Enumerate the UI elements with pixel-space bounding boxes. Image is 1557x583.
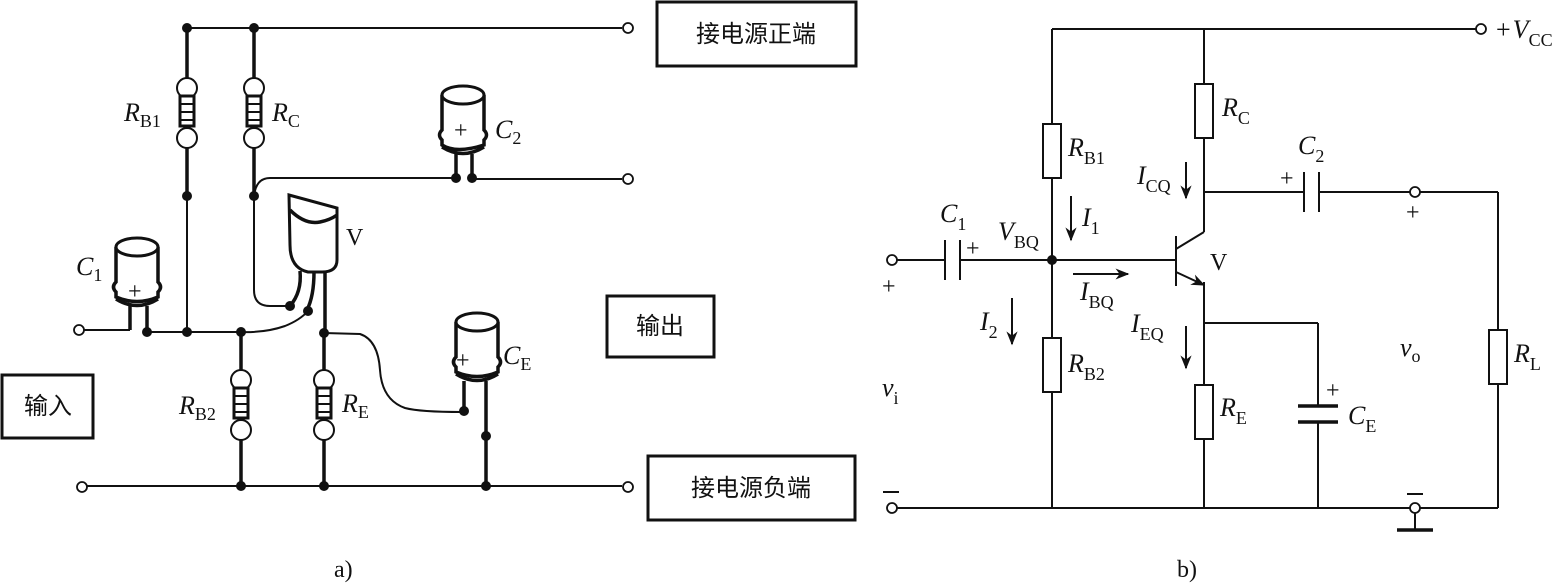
junction (319, 481, 329, 491)
vi-plus: + (882, 274, 896, 300)
capacitor-ce: + (451, 311, 503, 486)
transistor-v (285, 193, 339, 330)
label-vcc: +VCC (1496, 15, 1553, 50)
label-ce: CE (1348, 401, 1376, 436)
ce-plus: + (1326, 378, 1340, 404)
label-i1: I1 (1081, 203, 1100, 238)
label-input: 输入 (24, 392, 72, 420)
label-output: 输出 (636, 312, 684, 340)
wire-collector-out (253, 177, 456, 197)
terminal-vo-negative (1409, 502, 1421, 514)
resistor-rc (1194, 83, 1214, 139)
label-ibq: IBQ (1079, 277, 1114, 312)
resistor-rb1 (1042, 123, 1062, 179)
label-ieq: IEQ (1130, 309, 1164, 344)
caption-b: b) (1177, 557, 1197, 583)
resistor-rb2 (230, 332, 252, 486)
label-rb2: RB2 (178, 391, 216, 424)
svg-text:+: + (454, 118, 468, 144)
svg-text:+: + (456, 348, 470, 374)
terminal-vi-positive (886, 254, 898, 266)
label-re: RE (341, 389, 369, 422)
label-rb1: RB1 (1067, 133, 1105, 168)
wire-emitter-ce (323, 332, 463, 413)
figure-a: RB1 RC + C2 (0, 0, 858, 583)
capacitor-c2: + (437, 84, 489, 183)
resistor-rl (1488, 329, 1508, 385)
terminal-input-ground (76, 481, 88, 493)
box-power-negative (646, 454, 857, 522)
box-input (0, 373, 95, 440)
svg-text:+: + (128, 279, 142, 305)
label-rb2: RB2 (1067, 349, 1105, 384)
resistor-re (1194, 384, 1214, 440)
label-i2: I2 (979, 307, 998, 342)
label-rl: RL (1513, 339, 1541, 374)
terminal-vcc (1475, 23, 1487, 35)
box-output (605, 294, 716, 359)
terminal-power-positive (622, 22, 634, 34)
label-re: RE (1219, 393, 1247, 428)
junction-base (1047, 255, 1057, 265)
label-c1: C1 (76, 252, 102, 285)
c1-plus: + (966, 236, 980, 262)
label-vo: vo (1400, 333, 1421, 366)
resistor-rc (243, 28, 265, 196)
junction (236, 481, 246, 491)
box-power-positive (655, 0, 858, 68)
wire-collector (253, 196, 290, 307)
label-transistor-v: V (346, 225, 364, 251)
figure-b: +VCC RB1 RB2 I1 VBQ C1 + + IBQ I2 vi (882, 15, 1553, 583)
label-transistor-v: V (1210, 250, 1228, 276)
junction (182, 327, 192, 337)
label-rc: RC (271, 98, 300, 131)
label-vbq: VBQ (998, 217, 1039, 252)
label-rc: RC (1221, 93, 1250, 128)
terminal-power-negative (622, 481, 634, 493)
label-c1: C1 (940, 199, 966, 234)
terminal-input (73, 324, 85, 336)
terminal-vo-positive (1409, 186, 1421, 198)
label-c2: C2 (1298, 131, 1324, 166)
vo-plus: + (1406, 200, 1420, 226)
resistor-re (313, 330, 335, 486)
junction (481, 481, 491, 491)
label-ce: CE (503, 341, 531, 374)
capacitor-c1: + (111, 236, 163, 332)
caption-a: a) (334, 557, 353, 583)
label-icq: ICQ (1136, 161, 1171, 196)
terminal-output (622, 173, 634, 185)
label-c2: C2 (495, 115, 521, 148)
terminal-vi-negative (886, 502, 898, 514)
label-rb1: RB1 (123, 98, 161, 131)
label-vi: vi (882, 373, 899, 408)
label-power-positive: 接电源正端 (696, 20, 816, 48)
wire-base-rail (150, 310, 309, 334)
resistor-rb1 (176, 28, 198, 196)
label-power-negative: 接电源负端 (691, 474, 811, 502)
resistor-rb2 (1042, 337, 1062, 393)
c2-plus: + (1280, 166, 1294, 192)
